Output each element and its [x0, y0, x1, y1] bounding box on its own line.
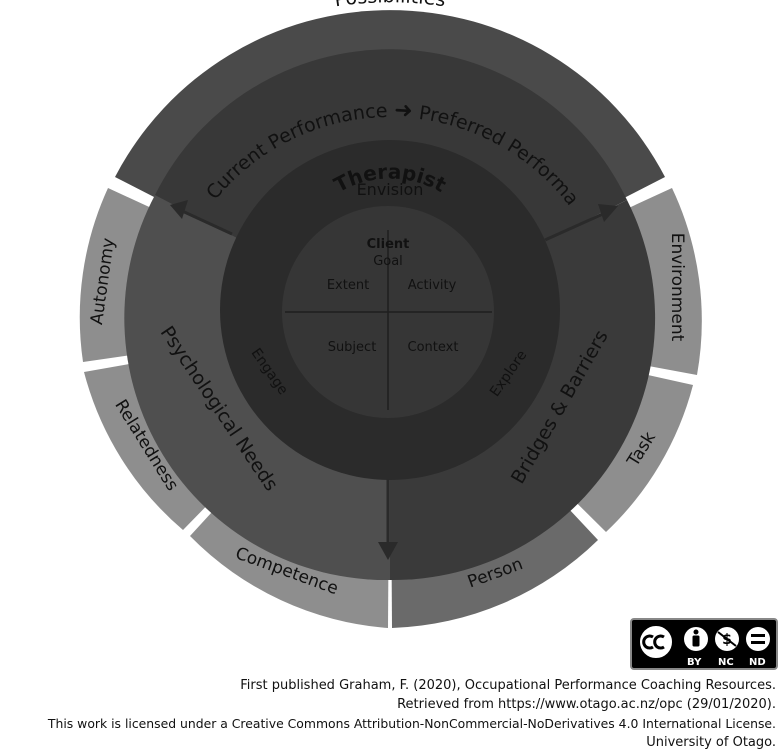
attribution-icon — [684, 627, 708, 651]
attribution-line-4: University of Otago. — [646, 735, 776, 750]
label-envision: Envision — [357, 180, 424, 199]
flow-arrows — [170, 200, 618, 560]
cc-label-nc: NC — [718, 657, 734, 668]
attribution-line-2[interactable]: Retrieved from https://www.otago.ac.nz/o… — [397, 697, 776, 712]
label-extent: Extent — [327, 278, 369, 293]
svg-text:Possibilities: Possibilities — [333, 0, 447, 11]
opc-diagram: Possibilities Autonomy Relatedness Compe… — [0, 0, 702, 628]
cc-icon — [638, 624, 674, 660]
non-commercial-icon: $ — [715, 627, 739, 651]
cc-label-by: BY — [687, 657, 702, 668]
label-context: Context — [408, 340, 459, 355]
label-client: Client — [367, 237, 410, 252]
cc-label-nd: ND — [749, 657, 766, 668]
label-environment: Environment — [667, 233, 687, 342]
label-goal: Goal — [373, 254, 403, 269]
label-possibilities: Possibilities — [333, 0, 447, 11]
label-subject: Subject — [328, 340, 377, 355]
arrow-icon: ➜ — [393, 98, 413, 124]
attribution-line-1: First published Graham, F. (2020), Occup… — [240, 678, 776, 693]
attribution-line-3[interactable]: This work is licensed under a Creative C… — [47, 716, 776, 731]
cc-license-badge[interactable]: $ BY NC ND — [630, 618, 778, 670]
no-derivatives-icon — [746, 627, 770, 651]
label-activity: Activity — [408, 278, 457, 293]
